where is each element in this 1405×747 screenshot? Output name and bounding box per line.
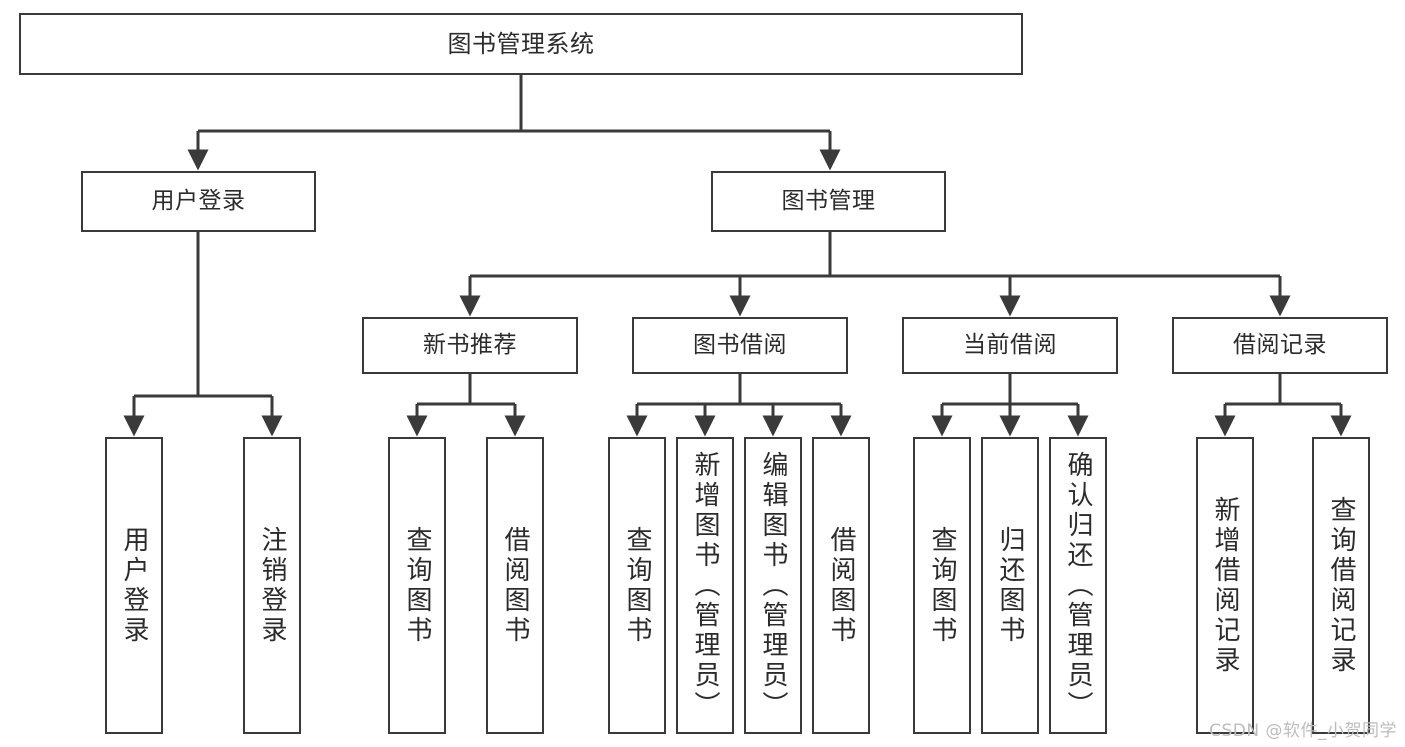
- leaf-book-borrow-add-book-admin[interactable]: 新增图书（管理员）: [676, 437, 734, 734]
- node-label: 归还图书: [995, 525, 1025, 646]
- leaf-user-login-login[interactable]: 用户登录: [105, 437, 163, 734]
- leaf-book-borrow-edit-book-admin[interactable]: 编辑图书（管理员）: [744, 437, 802, 734]
- node-label: 借阅记录: [1233, 331, 1327, 358]
- node-label: 图书管理: [781, 187, 876, 214]
- node-label: 注销登录: [257, 525, 287, 646]
- node-user-login[interactable]: 用户登录: [81, 171, 316, 232]
- leaf-borrow-record-query-record[interactable]: 查询借阅记录: [1312, 437, 1370, 734]
- node-book-management[interactable]: 图书管理: [711, 171, 946, 232]
- node-new-book-recommendation[interactable]: 新书推荐: [362, 317, 578, 374]
- leaf-user-login-logout[interactable]: 注销登录: [243, 437, 301, 734]
- node-label: 确认归还（管理员）: [1063, 450, 1093, 721]
- leaf-borrow-record-add-record[interactable]: 新增借阅记录: [1196, 437, 1254, 734]
- node-label: 查询图书: [402, 525, 432, 646]
- node-label: 图书管理系统: [447, 29, 595, 58]
- leaf-current-borrow-query-books[interactable]: 查询图书: [913, 437, 971, 734]
- node-label: 新增借阅记录: [1210, 495, 1240, 676]
- leaf-book-borrow-query-books[interactable]: 查询图书: [608, 437, 666, 734]
- node-label: 借阅图书: [826, 525, 856, 646]
- leaf-current-borrow-return-books[interactable]: 归还图书: [981, 437, 1039, 734]
- node-label: 查询图书: [927, 525, 957, 646]
- leaf-new-book-borrow-books[interactable]: 借阅图书: [486, 437, 544, 734]
- node-label: 新书推荐: [423, 331, 517, 358]
- node-label: 编辑图书（管理员）: [758, 450, 788, 721]
- node-label: 用户登录: [119, 525, 149, 646]
- csdn-watermark: CSDN @软件_小贺同学: [1209, 721, 1397, 741]
- node-label: 用户登录: [151, 187, 246, 214]
- node-label: 借阅图书: [500, 525, 530, 646]
- leaf-new-book-query-books[interactable]: 查询图书: [388, 437, 446, 734]
- node-label: 新增图书（管理员）: [690, 450, 720, 721]
- leaf-current-borrow-confirm-return-admin[interactable]: 确认归还（管理员）: [1049, 437, 1107, 734]
- node-label: 图书借阅: [693, 331, 787, 358]
- node-label: 当前借阅: [963, 331, 1057, 358]
- leaf-book-borrow-borrow-books[interactable]: 借阅图书: [812, 437, 870, 734]
- node-book-borrowing[interactable]: 图书借阅: [632, 317, 848, 374]
- node-root-book-management-system[interactable]: 图书管理系统: [19, 13, 1023, 75]
- node-label: 查询图书: [622, 525, 652, 646]
- node-current-borrowing[interactable]: 当前借阅: [902, 317, 1118, 374]
- node-label: 查询借阅记录: [1326, 495, 1356, 676]
- node-borrowing-records[interactable]: 借阅记录: [1172, 317, 1388, 374]
